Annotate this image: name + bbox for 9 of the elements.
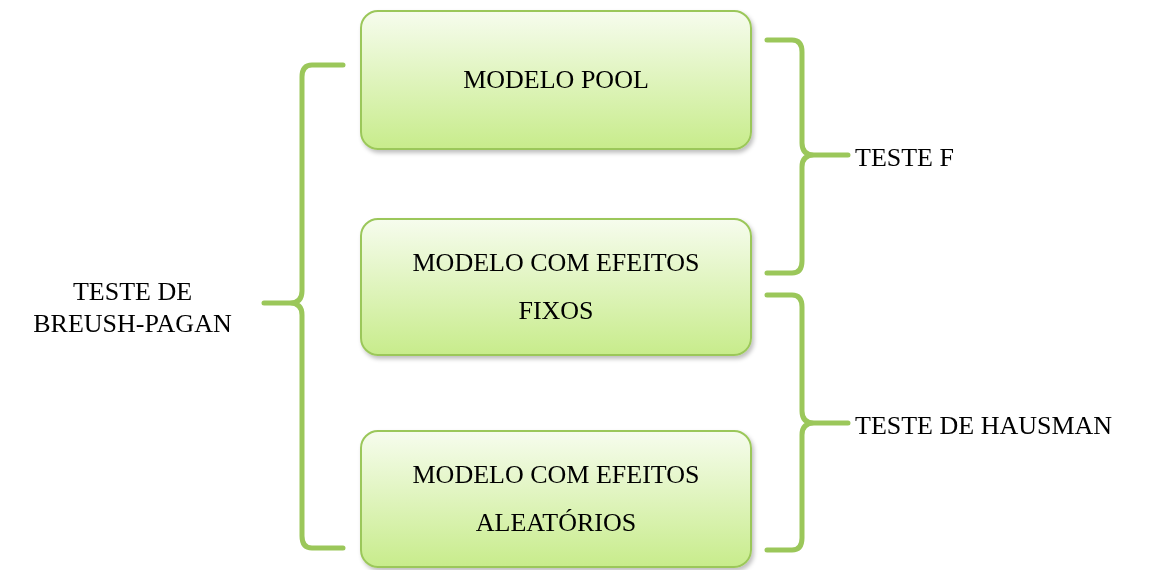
test-label: TESTE DE HAUSMAN (855, 410, 1114, 442)
test-label: TESTE DE BREUSH-PAGAN (32, 276, 233, 340)
model-name: MODELO POOL (463, 64, 649, 96)
model-name: MODELO COM EFEITOS FIXOS (411, 247, 701, 327)
test-label: TESTE F (855, 142, 955, 174)
model-box (360, 430, 752, 568)
model-box (360, 10, 752, 150)
model-name: MODELO COM EFEITOS ALEATÓRIOS (411, 459, 701, 539)
model-box (360, 218, 752, 356)
